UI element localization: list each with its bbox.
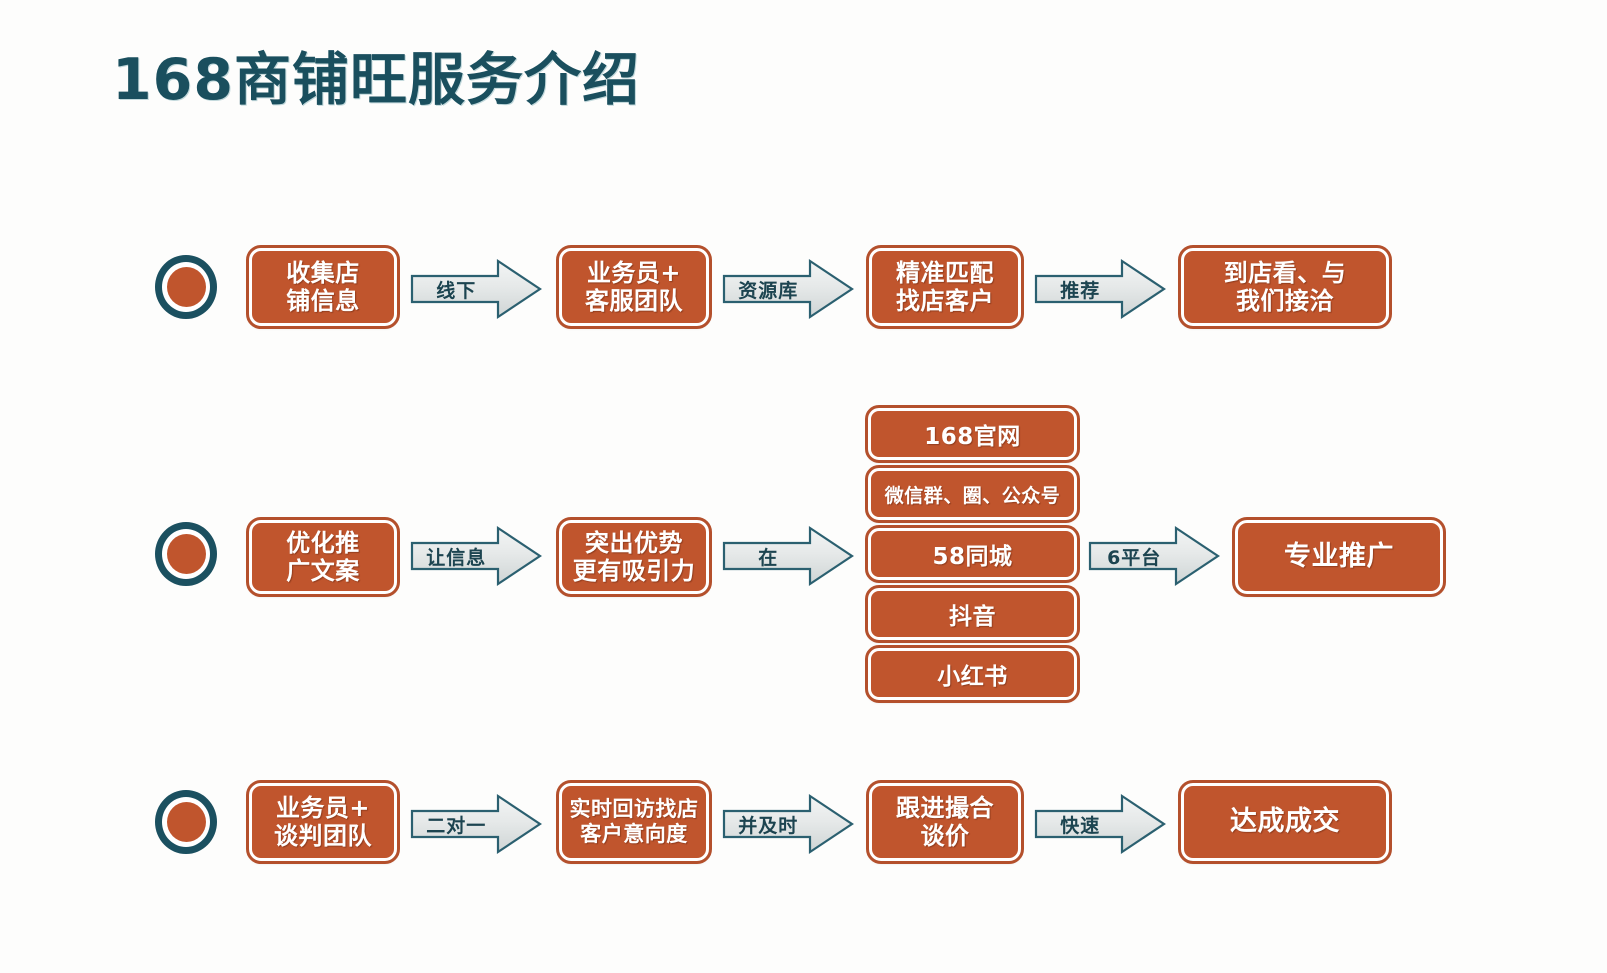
row-1-bullet-marker [155,255,217,319]
flow-box-sales-negotiation-team[interactable]: 业务员+ 谈判团队 [246,780,400,864]
flow-row-1: 收集店 铺信息 线下 业务员+ 客服团队 资源库 精准匹配 找店客户 推荐 到店… [0,233,1607,343]
flow-row-2: 优化推 广文案 让信息 突出优势 更有吸引力 在 6平台 专业推广 [0,500,1607,610]
flow-arrow-at [722,525,854,587]
flow-box-optimize-copy[interactable]: 优化推 广文案 [246,517,400,597]
flow-box-visit-shop-contact-us[interactable]: 到店看、与 我们接洽 [1178,245,1392,329]
bullet-dot [166,802,206,842]
platform-item-58-tongcheng[interactable]: 58同城 [865,525,1080,583]
flow-arrow-let-info [410,525,542,587]
flow-box-sales-service-team[interactable]: 业务员+ 客服团队 [556,245,712,329]
platform-item-xiaohongshu[interactable]: 小红书 [865,645,1080,703]
flow-box-deal-closed[interactable]: 达成成交 [1178,780,1392,864]
bullet-dot [166,267,206,307]
platform-item-wechat-group[interactable]: 微信群、圈、公众号 [865,465,1080,523]
flow-box-collect-shop-info[interactable]: 收集店 铺信息 [246,245,400,329]
flow-arrow-resource-pool [722,258,854,320]
flow-box-followup-negotiate-price[interactable]: 跟进撮合 谈价 [866,780,1024,864]
row-3-bullet-marker [155,790,217,854]
platform-list: 168官网 微信群、圈、公众号 58同城 抖音 小红书 [865,405,1080,703]
flow-arrow-offline [410,258,542,320]
flow-arrow-and-timely [722,793,854,855]
bullet-dot [166,534,206,574]
flow-box-highlight-advantage[interactable]: 突出优势 更有吸引力 [556,517,712,597]
flow-arrow-two-to-one [410,793,542,855]
platform-item-douyin[interactable]: 抖音 [865,585,1080,643]
flow-box-realtime-followup-intent[interactable]: 实时回访找店 客户意向度 [556,780,712,864]
flow-arrow-six-platforms [1088,525,1220,587]
flow-arrow-recommend [1034,258,1166,320]
flow-row-3: 业务员+ 谈判团队 二对一 实时回访找店 客户意向度 并及时 跟进撮合 谈价 快… [0,768,1607,878]
page-title: 168商铺旺服务介绍 [112,47,640,113]
platform-item-168-official-site[interactable]: 168官网 [865,405,1080,463]
flow-box-professional-promotion[interactable]: 专业推广 [1232,517,1446,597]
flow-arrow-fast [1034,793,1166,855]
row-2-bullet-marker [155,522,217,586]
flow-box-precise-match-customer[interactable]: 精准匹配 找店客户 [866,245,1024,329]
